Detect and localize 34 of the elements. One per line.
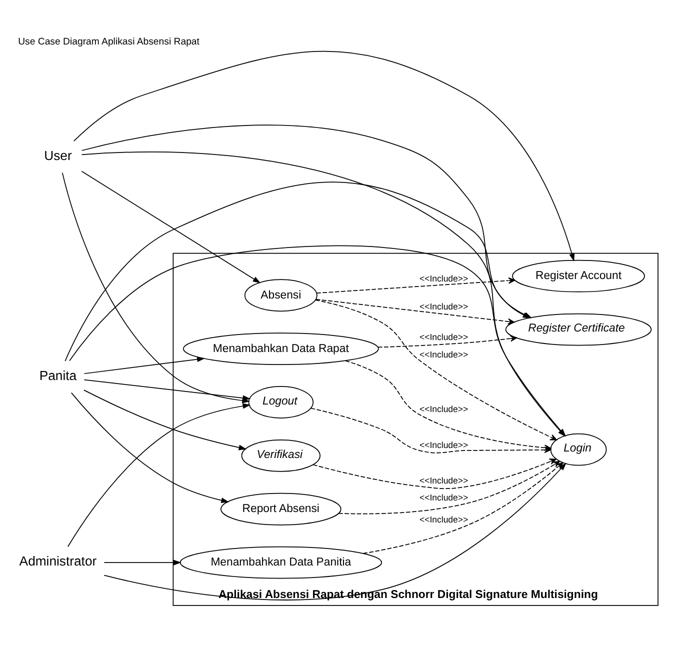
edge-label: <<Include>> <box>419 350 468 360</box>
node-ellipse: Register Account <box>512 260 645 292</box>
node-ellipse: Menambahkan Data Panitia <box>180 546 382 579</box>
node-ellipse: Absensi <box>244 279 318 312</box>
arrow <box>362 462 564 554</box>
node-ellipse: Verifikasi <box>241 439 320 472</box>
node-text: User <box>44 148 72 164</box>
arrow <box>73 51 575 262</box>
node-ellipse: Menambahkan Data Rapat <box>182 332 379 366</box>
edge-label: <<Include>> <box>419 476 468 486</box>
arrow <box>378 335 518 348</box>
arrow <box>84 379 251 401</box>
node-ellipse: Logout <box>248 386 314 418</box>
arrow <box>104 560 182 566</box>
arrow <box>84 356 205 374</box>
edge-label: <<Include>> <box>419 440 468 450</box>
edge-label: <<Include>> <box>419 301 468 312</box>
edge-label: <<Include>> <box>419 273 468 284</box>
arrow <box>316 298 515 325</box>
node-text: Administrator <box>19 554 97 569</box>
arrow <box>312 458 556 489</box>
arrow <box>67 403 251 548</box>
edge-label: <<Include>> <box>419 514 468 524</box>
edge-label: <<Include>> <box>419 492 468 502</box>
diagram-title: Use Case Diagram Aplikasi Absensi Rapat <box>18 36 200 48</box>
node-text: Panita <box>39 368 77 383</box>
arrow <box>316 277 516 294</box>
edge-label: <<Include>> <box>419 404 468 414</box>
arrow <box>84 390 247 450</box>
edge-label: <<Include>> <box>419 332 468 342</box>
arrow <box>344 360 552 451</box>
arrow <box>314 300 557 440</box>
arrow <box>81 170 261 284</box>
arrow <box>71 392 230 503</box>
